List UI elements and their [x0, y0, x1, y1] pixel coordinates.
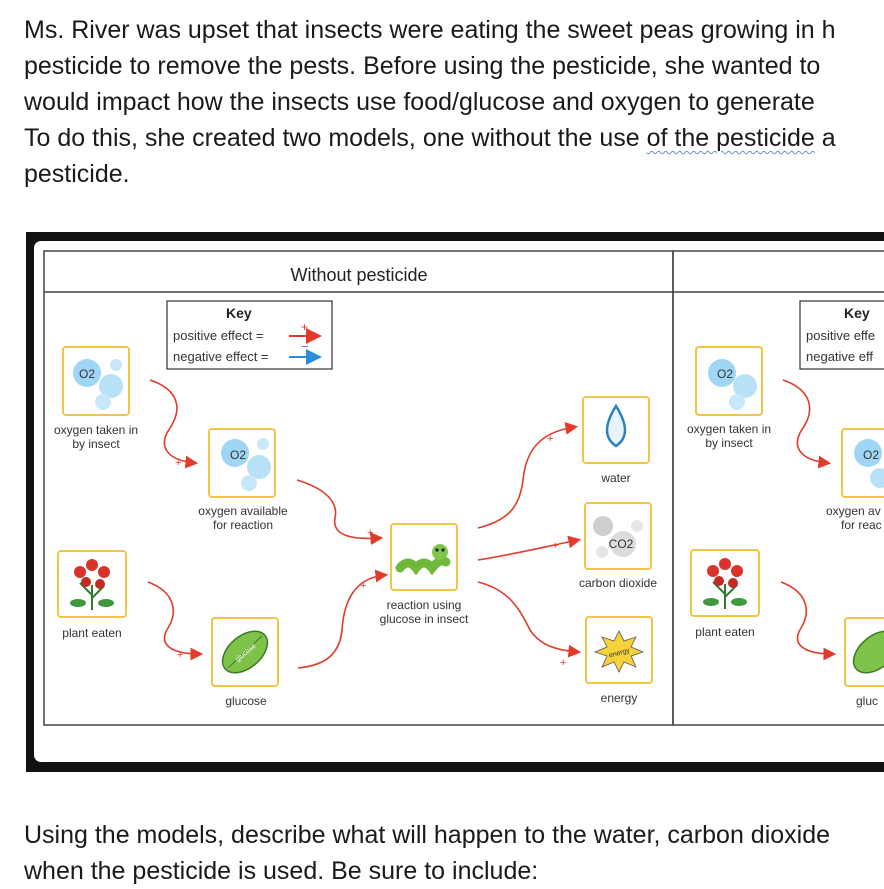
o2-symbol: O2 [230, 448, 246, 462]
svg-text:+: + [175, 457, 181, 469]
svg-text:+: + [552, 540, 558, 552]
svg-text:+: + [367, 527, 373, 539]
follow-up-line-2: when the pesticide is used. Be sure to i… [24, 853, 884, 889]
minus-sign: − [301, 339, 309, 354]
o2-symbol: O2 [79, 367, 95, 381]
label-right-oxygen-available: oxygen av [826, 504, 881, 518]
label-glucose-in-insect: glucose in insect [380, 612, 469, 626]
o2-symbol: O2 [717, 367, 733, 381]
flower-plant-icon-right [691, 550, 759, 616]
label-water: water [600, 471, 630, 485]
follow-up-line-1: Using the models, describe what will hap… [24, 817, 884, 853]
label-reaction: reaction using [387, 598, 462, 612]
glucose-leaf-icon: glucose [212, 618, 278, 686]
label-right-by-insect: by insect [705, 436, 753, 450]
label-right-plant-eaten: plant eaten [695, 625, 754, 639]
label-by-insect: by insect [72, 437, 120, 451]
svg-text:+: + [560, 657, 566, 669]
glucose-leaf-icon-right [845, 618, 884, 686]
flower-plant-icon [58, 551, 126, 617]
follow-up-question: Using the models, describe what will hap… [24, 817, 884, 889]
water-drop-icon [583, 397, 649, 463]
oxygen-bubbles-icon-right: O2 [696, 347, 762, 415]
svg-text:+: + [360, 580, 366, 592]
left-model-frame [44, 251, 673, 725]
label-for-reaction: for reaction [213, 518, 273, 532]
label-carbon-dioxide: carbon dioxide [579, 576, 657, 590]
key-right-positive: positive effe [806, 328, 875, 343]
carbon-dioxide-icon: CO2 [585, 503, 651, 569]
svg-text:+: + [547, 433, 553, 445]
label-right-glucose: gluc [856, 694, 878, 708]
oxygen-bubbles-icon: O2 [63, 347, 129, 415]
o2-symbol: O2 [863, 448, 879, 462]
plus-sign: + [301, 320, 308, 334]
label-energy: energy [601, 691, 638, 705]
key-negative-label: negative effect = [173, 349, 269, 364]
key-right-negative: negative eff [806, 349, 873, 364]
label-right-oxygen-taken: oxygen taken in [687, 422, 771, 436]
caterpillar-icon [391, 524, 457, 590]
label-right-for-reaction: for reac [841, 518, 882, 532]
key-right-title: Key [844, 305, 870, 321]
svg-text:+: + [177, 649, 183, 661]
label-oxygen-taken: oxygen taken in [54, 423, 138, 437]
key-title: Key [226, 305, 252, 321]
energy-burst-icon: energy [586, 617, 652, 683]
label-plant-eaten: plant eaten [62, 626, 121, 640]
label-glucose: glucose [225, 694, 267, 708]
title-without-pesticide: Without pesticide [290, 265, 427, 285]
key-right: Key positive effe negative eff [800, 301, 884, 369]
oxygen-available-icon: O2 [209, 429, 275, 497]
oxygen-available-icon-right: O2 [842, 429, 884, 497]
co2-symbol: CO2 [609, 537, 634, 551]
key-positive-label: positive effect = [173, 328, 263, 343]
label-oxygen-available: oxygen available [198, 504, 288, 518]
key-left: Key positive effect = negative effect = … [167, 301, 332, 369]
